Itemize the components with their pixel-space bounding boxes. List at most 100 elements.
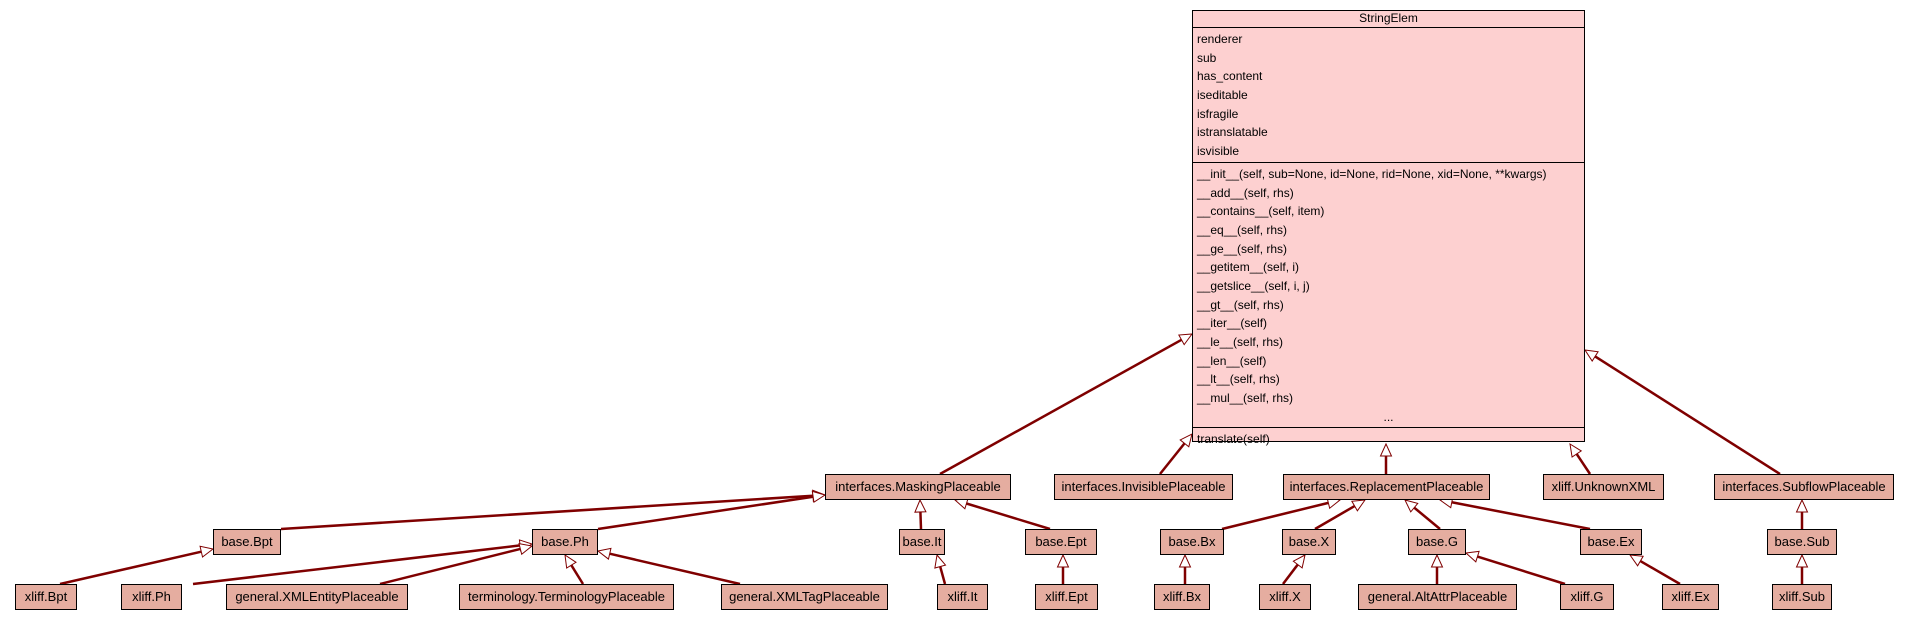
edge-arrowhead	[1569, 443, 1583, 458]
node-xliff-ph[interactable]: xliff.Ph	[121, 584, 182, 610]
edge-line	[1221, 501, 1329, 531]
edge-arrowhead	[518, 542, 534, 556]
inherit-edge-g-to-replacement	[1404, 499, 1441, 530]
node-base-g[interactable]: base.G	[1408, 529, 1466, 555]
class-method: __getslice__(self, i, j)	[1197, 278, 1310, 293]
node-replacement-placeable[interactable]: interfaces.ReplacementPlaceable	[1283, 474, 1490, 500]
class-method: __ge__(self, rhs)	[1197, 241, 1288, 256]
class-method: __init__(self, sub=None, id=None, rid=No…	[1197, 166, 1547, 181]
edge-line	[939, 338, 1183, 476]
inherit-edge-subflow-to-main	[1583, 349, 1781, 476]
inherit-edge-xbx-to-bx	[1178, 553, 1192, 584]
inherit-edge-xbpt-to-bpt	[59, 545, 215, 586]
edge-arrowhead	[1583, 349, 1599, 363]
edge-line	[1594, 355, 1781, 476]
class-method: __eq__(self, rhs)	[1197, 222, 1288, 237]
inherit-edge-xex-to-ex	[1628, 554, 1681, 586]
edge-arrowhead	[1056, 553, 1070, 568]
class-method: __mul__(self, rhs)	[1197, 391, 1294, 406]
edge-arrowhead	[1795, 498, 1809, 513]
edge-line	[192, 544, 521, 586]
inherit-edge-replacement-to-main	[1379, 442, 1393, 474]
class-attribute: isvisible	[1197, 144, 1240, 159]
node-xliff-it[interactable]: xliff.It	[937, 584, 988, 610]
edge-arrowhead	[199, 545, 215, 558]
node-invisible-placeable[interactable]: interfaces.InvisiblePlaceable	[1054, 474, 1233, 500]
node-base-ept[interactable]: base.Ept	[1025, 529, 1097, 555]
edge-line	[1575, 453, 1592, 475]
method-translate: translate(self)	[1197, 432, 1270, 447]
node-base-bx[interactable]: base.Bx	[1160, 529, 1224, 555]
node-base-ex[interactable]: base.Ex	[1580, 529, 1642, 555]
class-methods: __init__(self, sub=None, id=None, rid=No…	[1193, 163, 1584, 429]
edge-arrowhead	[596, 547, 612, 560]
node-xliff-ept[interactable]: xliff.Ept	[1035, 584, 1098, 610]
edge-arrowhead	[1404, 499, 1419, 513]
node-base-bpt[interactable]: base.Bpt	[213, 529, 281, 555]
inherit-edge-xsub-to-sub	[1795, 553, 1809, 584]
edge-line	[1413, 506, 1441, 530]
class-attribute: isfragile	[1197, 106, 1239, 121]
edge-arrowhead	[1430, 553, 1444, 568]
inherit-edge-masking-to-main	[939, 333, 1194, 476]
edge-line	[609, 552, 741, 586]
class-attribute: istranslatable	[1197, 125, 1268, 140]
inherit-edge-bx-to-replacement	[1221, 496, 1342, 531]
class-method: __add__(self, rhs)	[1197, 185, 1294, 200]
inherit-edge-sub-to-subflow	[1795, 498, 1809, 529]
node-base-it[interactable]: base.It	[899, 529, 945, 555]
class-attribute: renderer	[1197, 32, 1243, 46]
class-attribute: sub	[1197, 50, 1217, 65]
inherit-edge-altattr-to-g	[1430, 553, 1444, 584]
edge-arrowhead	[1795, 553, 1809, 568]
edge-arrowhead	[564, 553, 577, 569]
class-attribute: iseditable	[1197, 88, 1248, 103]
node-xliff-ex[interactable]: xliff.Ex	[1662, 584, 1719, 610]
node-xliff-bpt[interactable]: xliff.Bpt	[15, 584, 77, 610]
edge-arrowhead	[1292, 554, 1306, 569]
edge-arrowhead	[1379, 442, 1393, 457]
inherit-edge-x-to-replacement	[1314, 499, 1367, 531]
edge-line	[570, 564, 585, 585]
node-terminology-placeable[interactable]: terminology.TerminologyPlaceable	[459, 584, 674, 610]
node-xml-tag-placeable[interactable]: general.XMLTagPlaceable	[721, 584, 888, 610]
node-subflow-placeable[interactable]: interfaces.SubflowPlaceable	[1714, 474, 1894, 500]
node-xliff-sub[interactable]: xliff.Sub	[1772, 584, 1832, 610]
edge-arrowhead	[1351, 499, 1367, 512]
edge-line	[1639, 559, 1681, 586]
class-attribute: has_content	[1197, 69, 1263, 84]
node-xliff-g[interactable]: xliff.G	[1560, 584, 1614, 610]
inherit-edge-xg-to-g	[1464, 550, 1566, 586]
inherit-edge-xmlentity-to-ph	[379, 542, 534, 586]
edge-arrowhead	[934, 553, 947, 569]
edge-line	[1451, 501, 1591, 531]
node-unknown-xml[interactable]: xliff.UnknownXML	[1543, 474, 1664, 500]
inherit-edge-it-to-masking	[914, 498, 927, 530]
class-method: __lt__(self, rhs)	[1197, 372, 1280, 387]
edge-line	[379, 547, 521, 586]
node-base-ph[interactable]: base.Ph	[532, 529, 598, 555]
edge-line	[597, 495, 814, 531]
edge-line	[1477, 555, 1566, 586]
node-base-x[interactable]: base.X	[1282, 529, 1336, 555]
edge-line	[1159, 442, 1186, 475]
node-masking-placeable[interactable]: interfaces.MaskingPlaceable	[825, 474, 1011, 500]
edge-arrowhead	[1628, 554, 1644, 567]
node-alt-attr-placeable[interactable]: general.AltAttrPlaceable	[1358, 584, 1517, 610]
edge-arrowhead	[914, 498, 927, 513]
inherit-edge-ex-to-replacement	[1438, 496, 1591, 531]
class-method: __le__(self, rhs)	[1197, 335, 1284, 349]
edge-line	[938, 566, 947, 585]
class-method: __gt__(self, rhs)	[1197, 297, 1284, 312]
inherit-edge-xmltag-to-ph	[596, 547, 741, 586]
class-method: __len__(self)	[1197, 353, 1267, 368]
edge-line	[966, 502, 1051, 531]
node-base-sub[interactable]: base.Sub	[1767, 529, 1837, 555]
edge-arrowhead	[1178, 333, 1194, 346]
class-extra-methods: translate(self)	[1193, 428, 1584, 450]
node-xml-entity-placeable[interactable]: general.XMLEntityPlaceable	[226, 584, 408, 610]
node-xliff-x[interactable]: xliff.X	[1259, 584, 1311, 610]
class-method: __getitem__(self, i)	[1197, 260, 1300, 275]
node-xliff-bx[interactable]: xliff.Bx	[1154, 584, 1210, 610]
